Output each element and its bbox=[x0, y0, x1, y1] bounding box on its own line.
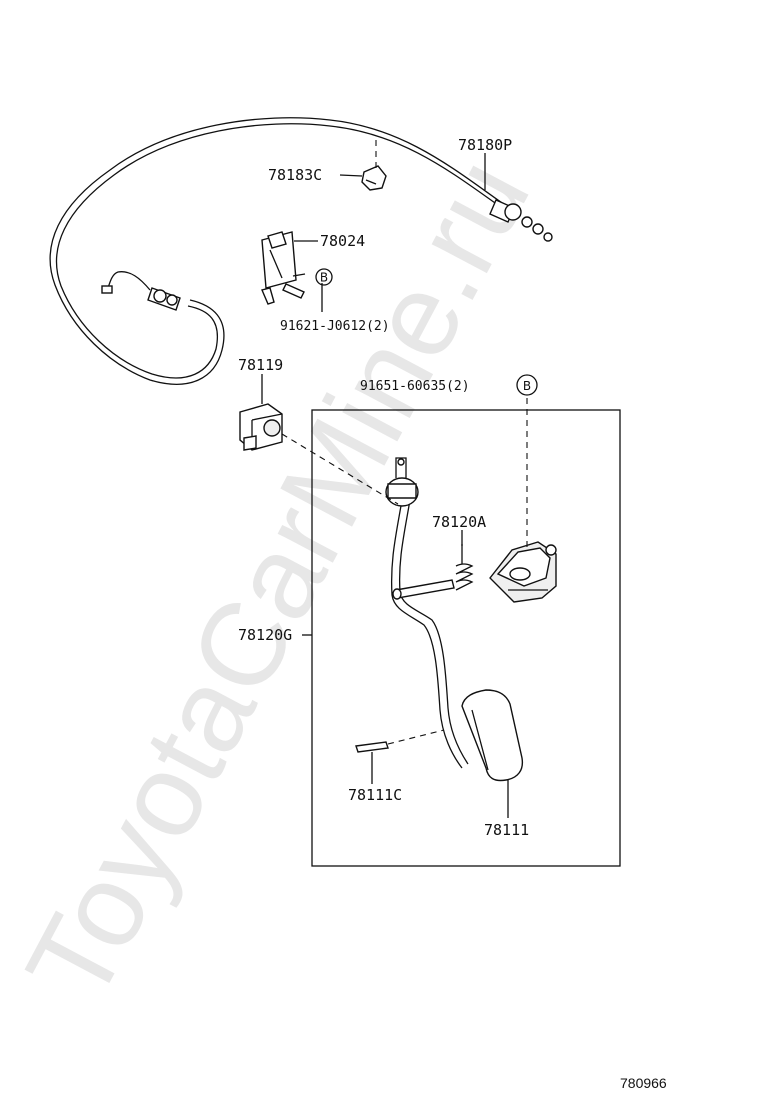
label-78119: 78119 bbox=[238, 356, 283, 374]
label-78024: 78024 bbox=[320, 232, 365, 250]
label-78111C: 78111C bbox=[348, 786, 402, 804]
cable-pedal-end bbox=[489, 199, 553, 242]
svg-text:B: B bbox=[523, 379, 531, 393]
label-78120A: 78120A bbox=[432, 513, 486, 531]
return-spring-78120A bbox=[455, 544, 474, 591]
label-78120G: 78120G bbox=[238, 626, 292, 644]
accelerator-cable bbox=[49, 117, 553, 385]
guide-lines bbox=[281, 433, 445, 745]
label-91651-60635: 91651-60635(2) bbox=[360, 379, 470, 394]
cable-engine-end bbox=[101, 271, 181, 311]
pedal-arm-78120G bbox=[385, 457, 469, 769]
label-78183C: 78183C bbox=[268, 166, 322, 184]
label-78180P: 78180P bbox=[458, 136, 512, 154]
label-91621-J0612: 91621-J0612(2) bbox=[280, 319, 390, 334]
pedal-assembly-frame bbox=[311, 409, 621, 867]
cable-clamp-78183C bbox=[361, 140, 387, 191]
pedal-pad-78111 bbox=[461, 689, 524, 782]
stopper-78119 bbox=[239, 403, 283, 451]
pedal-bracket-housing bbox=[489, 398, 557, 603]
ref-mark-b-upper: B bbox=[315, 268, 333, 286]
ref-mark-b-lower: B bbox=[516, 374, 538, 396]
svg-text:B: B bbox=[320, 271, 328, 285]
pin-78111C bbox=[355, 741, 389, 753]
leader-lines bbox=[261, 153, 509, 818]
bracket-78024 bbox=[261, 231, 306, 305]
label-78111: 78111 bbox=[484, 821, 529, 839]
drawing-code: 780966 bbox=[620, 1075, 667, 1091]
